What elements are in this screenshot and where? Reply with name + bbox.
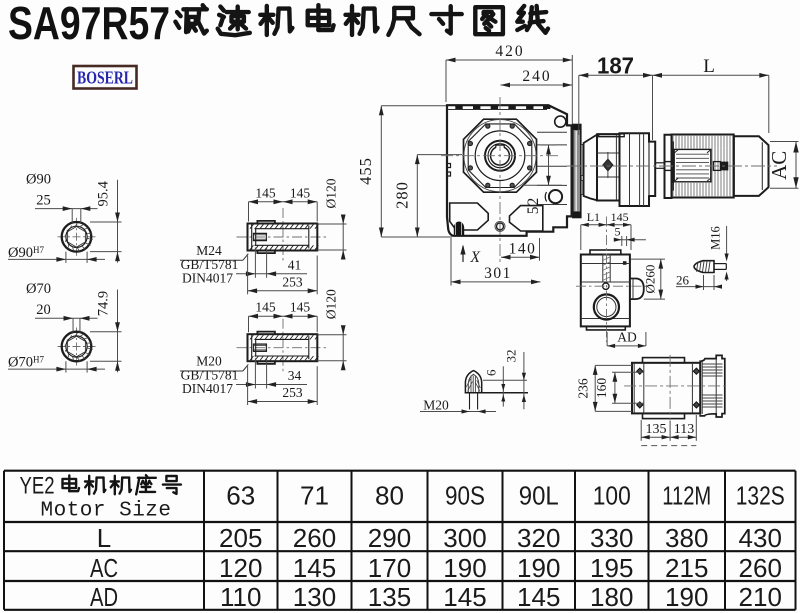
svg-text:180: 180 bbox=[590, 582, 633, 612]
svg-text:25: 25 bbox=[36, 192, 51, 208]
svg-text:26: 26 bbox=[676, 273, 690, 288]
svg-text:M16: M16 bbox=[709, 226, 723, 250]
svg-text:AC: AC bbox=[90, 553, 118, 583]
svg-text:301: 301 bbox=[484, 265, 512, 282]
svg-text:41: 41 bbox=[288, 257, 302, 272]
svg-text:63: 63 bbox=[226, 481, 255, 511]
svg-text:Ø260: Ø260 bbox=[643, 265, 658, 294]
svg-text:M20: M20 bbox=[196, 354, 222, 369]
svg-text:Ø70: Ø70 bbox=[26, 281, 51, 297]
svg-text:80: 80 bbox=[375, 481, 404, 511]
svg-text:L: L bbox=[703, 56, 715, 77]
svg-text:BOSERL: BOSERL bbox=[77, 68, 133, 88]
svg-text:AC: AC bbox=[767, 151, 791, 180]
svg-text:Motor Size: Motor Size bbox=[40, 500, 171, 523]
svg-text:260: 260 bbox=[739, 553, 782, 583]
svg-text:190: 190 bbox=[443, 553, 486, 583]
svg-text:M20: M20 bbox=[423, 398, 449, 413]
svg-text:145: 145 bbox=[293, 553, 336, 583]
svg-text:95.4: 95.4 bbox=[96, 180, 112, 206]
svg-text:Ø90: Ø90 bbox=[26, 171, 51, 187]
svg-text:90L: 90L bbox=[519, 481, 559, 511]
svg-text:430: 430 bbox=[739, 523, 782, 553]
svg-text:L: L bbox=[97, 523, 111, 553]
svg-text:135: 135 bbox=[368, 582, 411, 612]
svg-text:100: 100 bbox=[593, 481, 631, 511]
svg-text:GB/T5781: GB/T5781 bbox=[181, 257, 239, 272]
svg-text:6: 6 bbox=[484, 369, 499, 376]
svg-text:300: 300 bbox=[443, 523, 486, 553]
svg-text:YE2: YE2 bbox=[20, 473, 55, 500]
svg-text:205: 205 bbox=[219, 523, 262, 553]
svg-text:380: 380 bbox=[665, 523, 708, 553]
svg-text:20: 20 bbox=[36, 302, 51, 318]
svg-text:210: 210 bbox=[739, 582, 782, 612]
svg-text:455: 455 bbox=[356, 157, 375, 185]
svg-text:420: 420 bbox=[495, 43, 524, 60]
svg-text:190: 190 bbox=[517, 553, 560, 583]
svg-text:71: 71 bbox=[300, 481, 329, 511]
svg-text:Ø120: Ø120 bbox=[324, 289, 339, 319]
svg-text:5: 5 bbox=[615, 225, 621, 239]
svg-text:DIN4017: DIN4017 bbox=[182, 381, 233, 396]
svg-text:Ø120: Ø120 bbox=[324, 178, 339, 208]
svg-text:L1: L1 bbox=[587, 210, 600, 224]
svg-text:74.9: 74.9 bbox=[96, 291, 112, 316]
svg-text:DIN4017: DIN4017 bbox=[182, 271, 233, 286]
svg-text:120: 120 bbox=[219, 553, 262, 583]
svg-text:132S: 132S bbox=[736, 481, 785, 511]
svg-text:290: 290 bbox=[368, 523, 411, 553]
svg-text:AD: AD bbox=[90, 582, 118, 612]
svg-text:320: 320 bbox=[517, 523, 560, 553]
svg-text:215: 215 bbox=[665, 553, 708, 583]
svg-text:145: 145 bbox=[290, 185, 311, 200]
svg-text:145: 145 bbox=[290, 300, 311, 315]
svg-text:253: 253 bbox=[282, 274, 303, 289]
svg-text:330: 330 bbox=[590, 523, 633, 553]
svg-text:240: 240 bbox=[522, 68, 551, 85]
svg-text:90S: 90S bbox=[445, 481, 485, 511]
svg-text:112M: 112M bbox=[662, 481, 711, 511]
svg-text:260: 260 bbox=[293, 523, 336, 553]
svg-text:110: 110 bbox=[220, 582, 261, 612]
svg-text:190: 190 bbox=[665, 582, 708, 612]
svg-text:32: 32 bbox=[504, 350, 519, 363]
svg-text:135: 135 bbox=[646, 422, 667, 437]
svg-text:SA97R57: SA97R57 bbox=[8, 0, 170, 49]
svg-text:AD: AD bbox=[617, 330, 637, 345]
svg-text:195: 195 bbox=[590, 553, 633, 583]
svg-text:130: 130 bbox=[293, 582, 336, 612]
svg-text:140: 140 bbox=[509, 240, 537, 257]
svg-text:M24: M24 bbox=[196, 243, 222, 258]
svg-text:113: 113 bbox=[674, 422, 694, 437]
svg-text:170: 170 bbox=[368, 553, 411, 583]
svg-text:145: 145 bbox=[443, 582, 486, 612]
svg-text:145: 145 bbox=[255, 185, 276, 200]
svg-text:34: 34 bbox=[288, 368, 302, 383]
svg-text:145: 145 bbox=[611, 210, 629, 224]
svg-text:X: X bbox=[470, 249, 481, 266]
svg-text:236: 236 bbox=[576, 378, 591, 399]
svg-text:52: 52 bbox=[525, 197, 542, 215]
svg-text:187: 187 bbox=[597, 53, 634, 79]
svg-text:280: 280 bbox=[393, 181, 412, 209]
svg-text:253: 253 bbox=[282, 385, 303, 400]
svg-text:145: 145 bbox=[255, 300, 276, 315]
svg-text:145: 145 bbox=[517, 582, 560, 612]
svg-text:GB/T5781: GB/T5781 bbox=[181, 368, 239, 383]
svg-text:160: 160 bbox=[594, 378, 609, 399]
